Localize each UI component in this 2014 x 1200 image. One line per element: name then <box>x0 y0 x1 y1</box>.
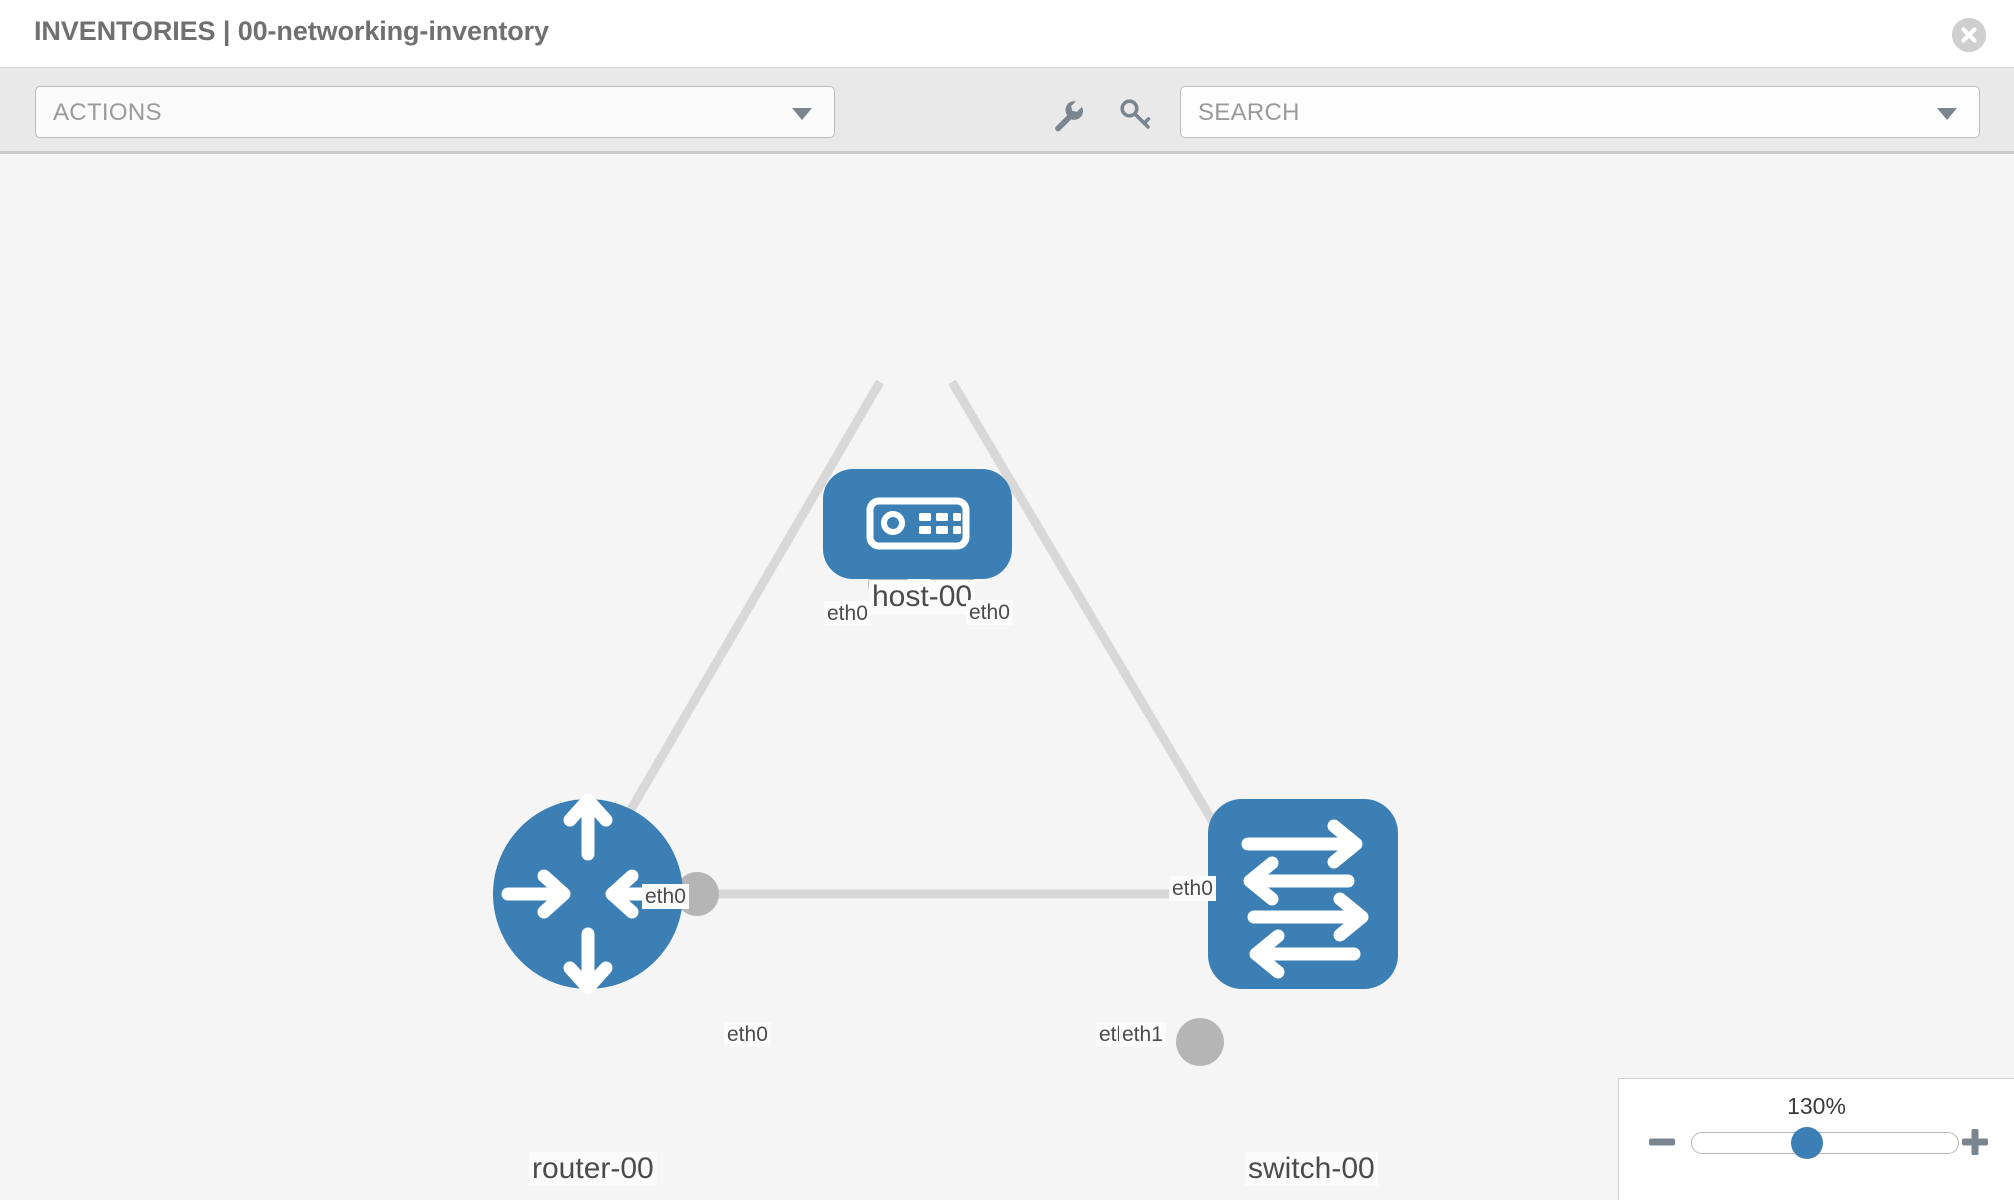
minus-icon[interactable] <box>1645 1125 1679 1159</box>
edge-host-router <box>601 379 884 857</box>
node-label-router-00: router-00 <box>529 1152 657 1186</box>
switch-arrows-icon <box>1241 819 1369 979</box>
edge-label: eth0 <box>642 884 689 909</box>
wrench-icon[interactable] <box>1047 94 1087 134</box>
chevron-down-icon[interactable] <box>1937 108 1957 120</box>
zoom-percent-label: 130% <box>1787 1093 1846 1119</box>
connector-switch-left <box>1176 1018 1224 1066</box>
close-icon[interactable] <box>1952 18 1986 52</box>
page-header: INVENTORIES | 00-networking-inventory <box>0 0 2014 68</box>
topology-edges <box>601 379 1239 899</box>
topology-connectors <box>675 560 1260 1066</box>
search-input[interactable]: SEARCH <box>1180 86 1980 138</box>
node-label-host-00: host-00 <box>869 580 976 614</box>
edge-host-switch <box>948 379 1239 862</box>
zoom-control: 130% <box>1618 1078 2014 1200</box>
topology-graph <box>493 379 1398 1066</box>
router-arrows-icon <box>501 793 675 995</box>
edge-label: eth0 <box>724 1022 771 1047</box>
node-router-00 <box>493 793 683 995</box>
edge-label: eth0 <box>824 601 871 626</box>
zoom-slider-thumb[interactable] <box>1791 1127 1823 1159</box>
actions-dropdown[interactable]: ACTIONS <box>35 86 835 138</box>
topology-canvas[interactable]: eth0 host-00 eth0 eth0 eth0 eth0 eth0 et… <box>0 154 2014 1200</box>
search-placeholder: SEARCH <box>1198 99 1300 126</box>
zoom-slider-track[interactable] <box>1691 1132 1959 1154</box>
chevron-down-icon <box>792 108 812 120</box>
actions-dropdown-label: ACTIONS <box>53 99 162 126</box>
edge-label: eth0 <box>1169 876 1216 901</box>
toolbar: ACTIONS SEARCH <box>0 68 2014 154</box>
node-label-switch-00: switch-00 <box>1245 1152 1378 1186</box>
edge-label: eth1 <box>1119 1022 1166 1047</box>
node-host-00 <box>823 469 1012 579</box>
edge-label: eth0 <box>966 600 1013 625</box>
page-title: INVENTORIES | 00-networking-inventory <box>34 16 549 46</box>
node-switch-00 <box>1208 799 1398 989</box>
key-icon[interactable] <box>1115 94 1155 134</box>
server-icon <box>866 497 970 550</box>
plus-icon[interactable] <box>1958 1125 1992 1159</box>
